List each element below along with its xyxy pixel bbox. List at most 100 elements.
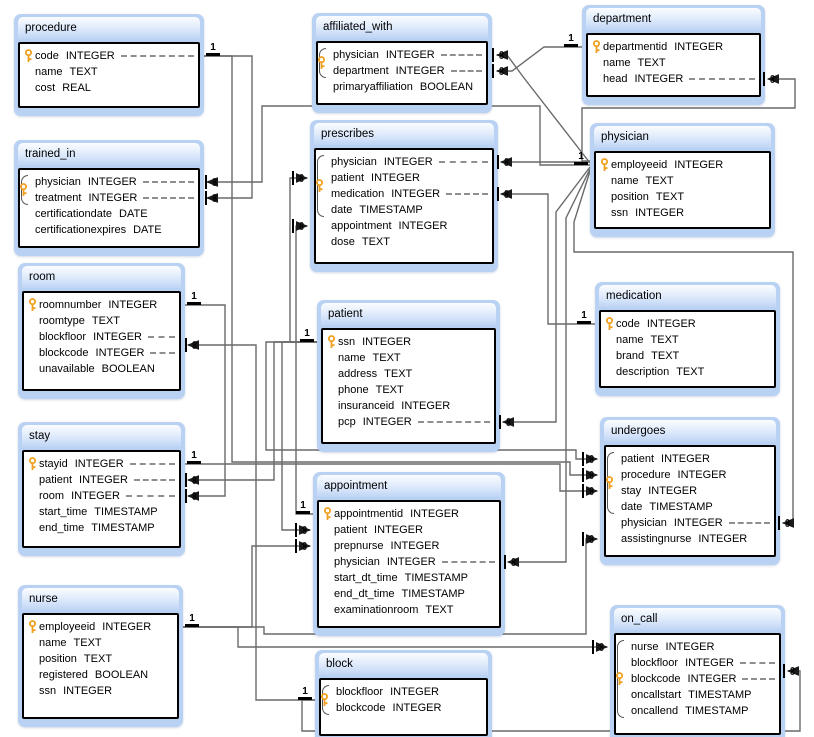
- table-header-patient[interactable]: patient: [321, 303, 496, 325]
- table-header-appointment[interactable]: appointment: [317, 475, 501, 497]
- table-header-medication[interactable]: medication: [599, 285, 776, 307]
- table-header-prescribes[interactable]: prescribes: [314, 123, 494, 145]
- table-header-room[interactable]: room: [22, 266, 181, 288]
- table-header-on_call[interactable]: on_call: [614, 608, 781, 630]
- table-header-affiliated_with[interactable]: affiliated_with: [316, 16, 488, 38]
- table-header-department[interactable]: department: [586, 8, 761, 30]
- table-header-undergoes[interactable]: undergoes: [604, 420, 776, 442]
- table-header-nurse[interactable]: nurse: [22, 588, 179, 610]
- table-header-block[interactable]: block: [319, 653, 488, 675]
- primary-key-icon: [20, 183, 27, 196]
- table-header-trained_in[interactable]: trained_in: [18, 143, 200, 165]
- fk-dash-line: [438, 161, 488, 163]
- table-header-stay[interactable]: stay: [22, 425, 181, 447]
- table-header-physician[interactable]: physician: [594, 126, 771, 148]
- table-header-procedure[interactable]: procedure: [18, 17, 200, 39]
